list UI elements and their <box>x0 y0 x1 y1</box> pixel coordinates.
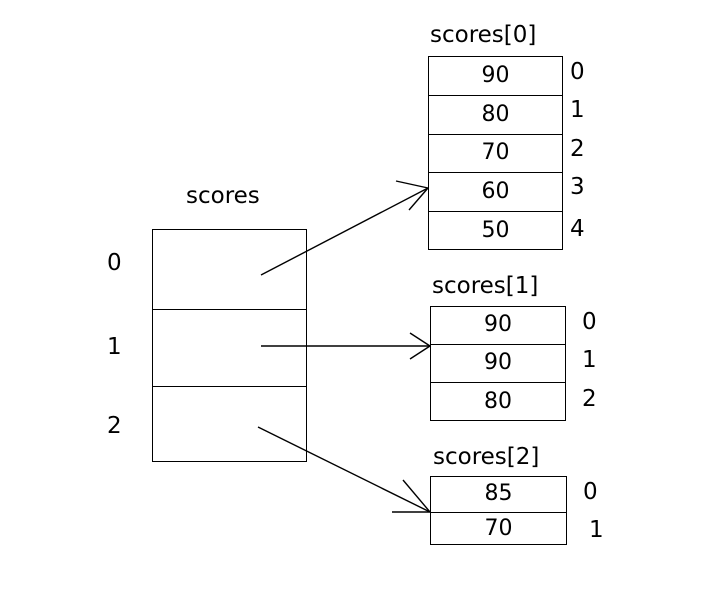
inner-array-0-index-3: 3 <box>570 174 585 200</box>
inner-array-1-box <box>430 306 566 421</box>
inner-array-0-box <box>428 56 563 250</box>
inner-array-2-index-0: 0 <box>583 479 598 505</box>
inner-array-0-cell-0: 90 <box>481 62 510 88</box>
inner-array-0-index-4: 4 <box>570 216 585 242</box>
outer-array-title: scores <box>186 183 260 209</box>
inner-array-2-divider-0 <box>431 512 566 513</box>
inner-array-1-index-0: 0 <box>582 309 597 335</box>
inner-array-0-divider-1 <box>429 134 562 135</box>
inner-array-1-divider-1 <box>431 382 565 383</box>
outer-index-label-1: 1 <box>107 334 122 360</box>
outer-array-cell-0 <box>152 229 307 309</box>
inner-array-0-divider-0 <box>429 95 562 96</box>
inner-array-0-index-1: 1 <box>570 97 585 123</box>
inner-array-1-divider-0 <box>431 344 565 345</box>
inner-array-1-index-1: 1 <box>582 347 597 373</box>
inner-array-0-cell-3: 60 <box>481 178 510 204</box>
outer-array-cell-2 <box>152 386 307 462</box>
inner-array-0-divider-2 <box>429 172 562 173</box>
inner-array-2-title: scores[2] <box>433 444 540 470</box>
inner-array-1-cell-1: 90 <box>484 350 512 375</box>
inner-array-0-title: scores[0] <box>430 22 537 48</box>
inner-array-2-index-1: 1 <box>589 517 604 543</box>
outer-array-divider-1 <box>153 386 306 387</box>
inner-array-0-cell-2: 70 <box>481 140 510 165</box>
inner-array-1-index-2: 2 <box>582 386 597 412</box>
inner-array-1-cell-2: 80 <box>484 388 512 414</box>
inner-array-1-cell-0: 90 <box>484 312 512 337</box>
outer-array-divider-0 <box>153 309 306 310</box>
outer-index-label-2: 2 <box>107 413 122 439</box>
inner-array-1-title: scores[1] <box>432 273 539 299</box>
inner-array-0-cell-4: 50 <box>481 217 510 243</box>
outer-index-label-0: 0 <box>107 250 122 276</box>
inner-array-0-cell-1: 80 <box>481 101 510 127</box>
inner-array-2-cell-0: 85 <box>484 481 513 506</box>
inner-array-0-index-2: 2 <box>570 136 585 162</box>
outer-array-cell-1 <box>152 309 307 386</box>
inner-array-0-divider-3 <box>429 211 562 212</box>
inner-array-2-cell-1: 70 <box>484 515 513 541</box>
inner-array-0-index-0: 0 <box>570 59 585 85</box>
